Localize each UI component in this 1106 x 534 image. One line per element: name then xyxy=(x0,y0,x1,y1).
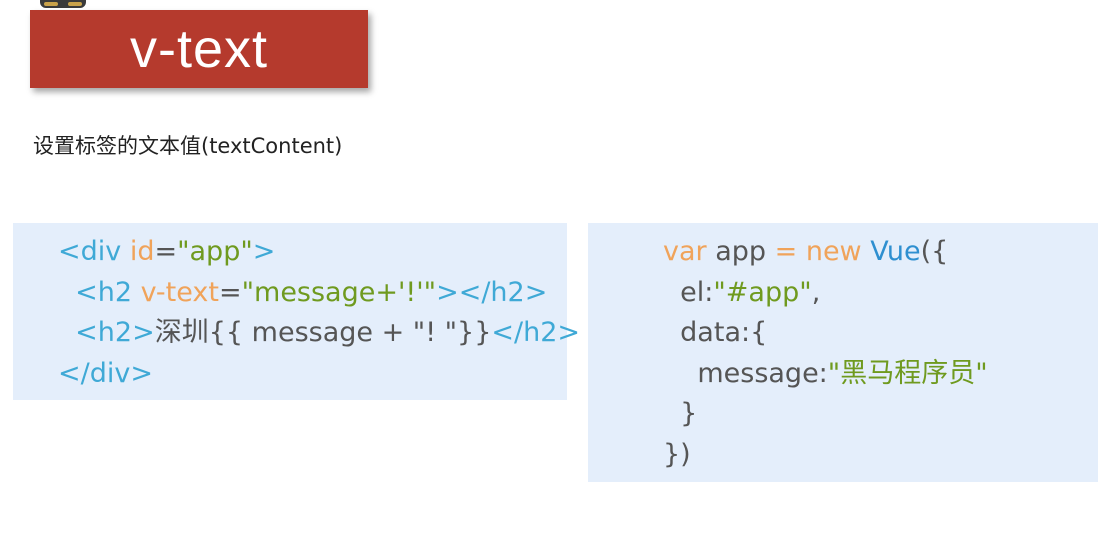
code-line: var app = new Vue({ xyxy=(663,232,1098,273)
code-line: data:{ xyxy=(663,313,1098,354)
code-token: Vue xyxy=(870,236,921,267)
js-code-block: var app = new Vue({ el:"#app", data:{ me… xyxy=(588,223,1098,482)
code-token: <div xyxy=(58,236,130,267)
code-token: v-text xyxy=(140,276,219,308)
code-token: "app" xyxy=(177,236,253,267)
code-token: } xyxy=(680,398,698,429)
slide-title: v-text xyxy=(129,19,269,79)
code-line: <h2 v-text="message+'!'"></h2> xyxy=(58,273,567,314)
mascot-feet-icon xyxy=(40,0,86,8)
code-token: <h2> xyxy=(75,317,155,348)
code-line: message:"黑马程序员" xyxy=(663,354,1098,395)
code-line: } xyxy=(663,394,1098,435)
description-text: 设置标签的文本值(textContent) xyxy=(33,134,343,158)
code-token: ({ xyxy=(920,236,949,267)
code-token: , xyxy=(811,276,821,308)
code-token: = xyxy=(774,236,798,267)
code-token: data:{ xyxy=(680,317,768,348)
code-token: = xyxy=(218,276,242,308)
code-token: "#app" xyxy=(713,276,812,308)
code-token: message: xyxy=(697,357,828,389)
code-token: var xyxy=(663,236,707,267)
code-token: app xyxy=(706,236,775,267)
code-token: el: xyxy=(680,276,714,308)
code-token: 深圳{{ message + "! "}} xyxy=(154,317,492,348)
code-token: = xyxy=(154,236,178,267)
code-token: ></h2> xyxy=(436,276,548,308)
code-token: </div> xyxy=(58,357,153,389)
code-token: "message+'!'" xyxy=(241,276,437,308)
code-token: > xyxy=(252,236,276,267)
code-line: <div id="app"> xyxy=(58,232,567,273)
code-line: <h2>深圳{{ message + "! "}}</h2> xyxy=(58,313,580,354)
code-line: el:"#app", xyxy=(663,273,1098,314)
code-line: }) xyxy=(663,435,1098,476)
code-token: </h2> xyxy=(491,317,581,348)
code-token: id xyxy=(129,236,155,267)
code-line: </div> xyxy=(58,354,567,395)
code-token: <h2 xyxy=(75,276,141,308)
code-token: }) xyxy=(663,438,691,470)
code-token: "黑马程序员" xyxy=(827,357,988,389)
html-code-block: <div id="app"> <h2 v-text="message+'!'">… xyxy=(13,223,580,400)
code-token: new xyxy=(797,236,871,267)
title-banner: v-text xyxy=(30,10,368,88)
